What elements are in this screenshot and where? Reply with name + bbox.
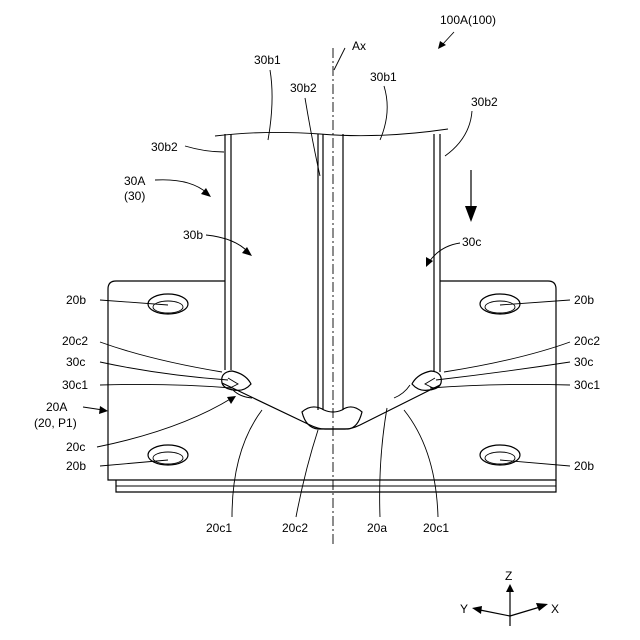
column: [215, 129, 448, 410]
label-30b1-left: 30b1: [254, 53, 281, 67]
label-20a: 20a: [367, 521, 387, 535]
label-30c-right: 30c: [574, 355, 593, 369]
bolt-hole-lower-right: [480, 445, 520, 465]
label-30b2-left: 30b2: [151, 140, 178, 154]
label-20b-lr: 20b: [574, 459, 594, 473]
insert-direction-arrow: [465, 170, 477, 222]
label-ax: Ax: [352, 39, 366, 53]
label-20b-ur: 20b: [574, 293, 594, 307]
label-20c2-right: 20c2: [574, 334, 600, 348]
axis-label-x: X: [551, 602, 559, 616]
label-20A-sub: (20, P1): [34, 416, 77, 430]
label-100A: 100A(100): [440, 13, 496, 27]
label-30c-top: 30c: [462, 235, 481, 249]
label-30b: 30b: [183, 228, 203, 242]
bolt-holes: [148, 294, 520, 465]
bolt-hole-lower-left: [148, 445, 188, 465]
label-20c: 20c: [66, 440, 85, 454]
label-30b1-right: 30b1: [370, 70, 397, 84]
label-20c1-bl: 20c1: [206, 521, 232, 535]
label-20c2-left: 20c2: [62, 334, 88, 348]
label-30A-sub: (30): [124, 189, 145, 203]
coordinate-axes: [472, 584, 548, 626]
label-20c1-br: 20c1: [423, 521, 449, 535]
label-30b2-right: 30b2: [471, 95, 498, 109]
reference-labels: 100A(100) Ax 30b1 30b2 30b1 30b2 30b2 30…: [34, 13, 600, 616]
label-30b2-center: 30b2: [290, 81, 317, 95]
label-20A: 20A: [46, 400, 67, 414]
axis-label-y: Y: [460, 602, 468, 616]
label-20b-ul: 20b: [66, 293, 86, 307]
label-30c1-right: 30c1: [574, 378, 600, 392]
axis-label-z: Z: [505, 569, 512, 583]
label-20c2-bottom: 20c2: [282, 521, 308, 535]
label-30c-left: 30c: [66, 355, 85, 369]
label-30A: 30A: [124, 174, 145, 188]
label-20b-ll: 20b: [66, 459, 86, 473]
label-30c1-left: 30c1: [62, 378, 88, 392]
